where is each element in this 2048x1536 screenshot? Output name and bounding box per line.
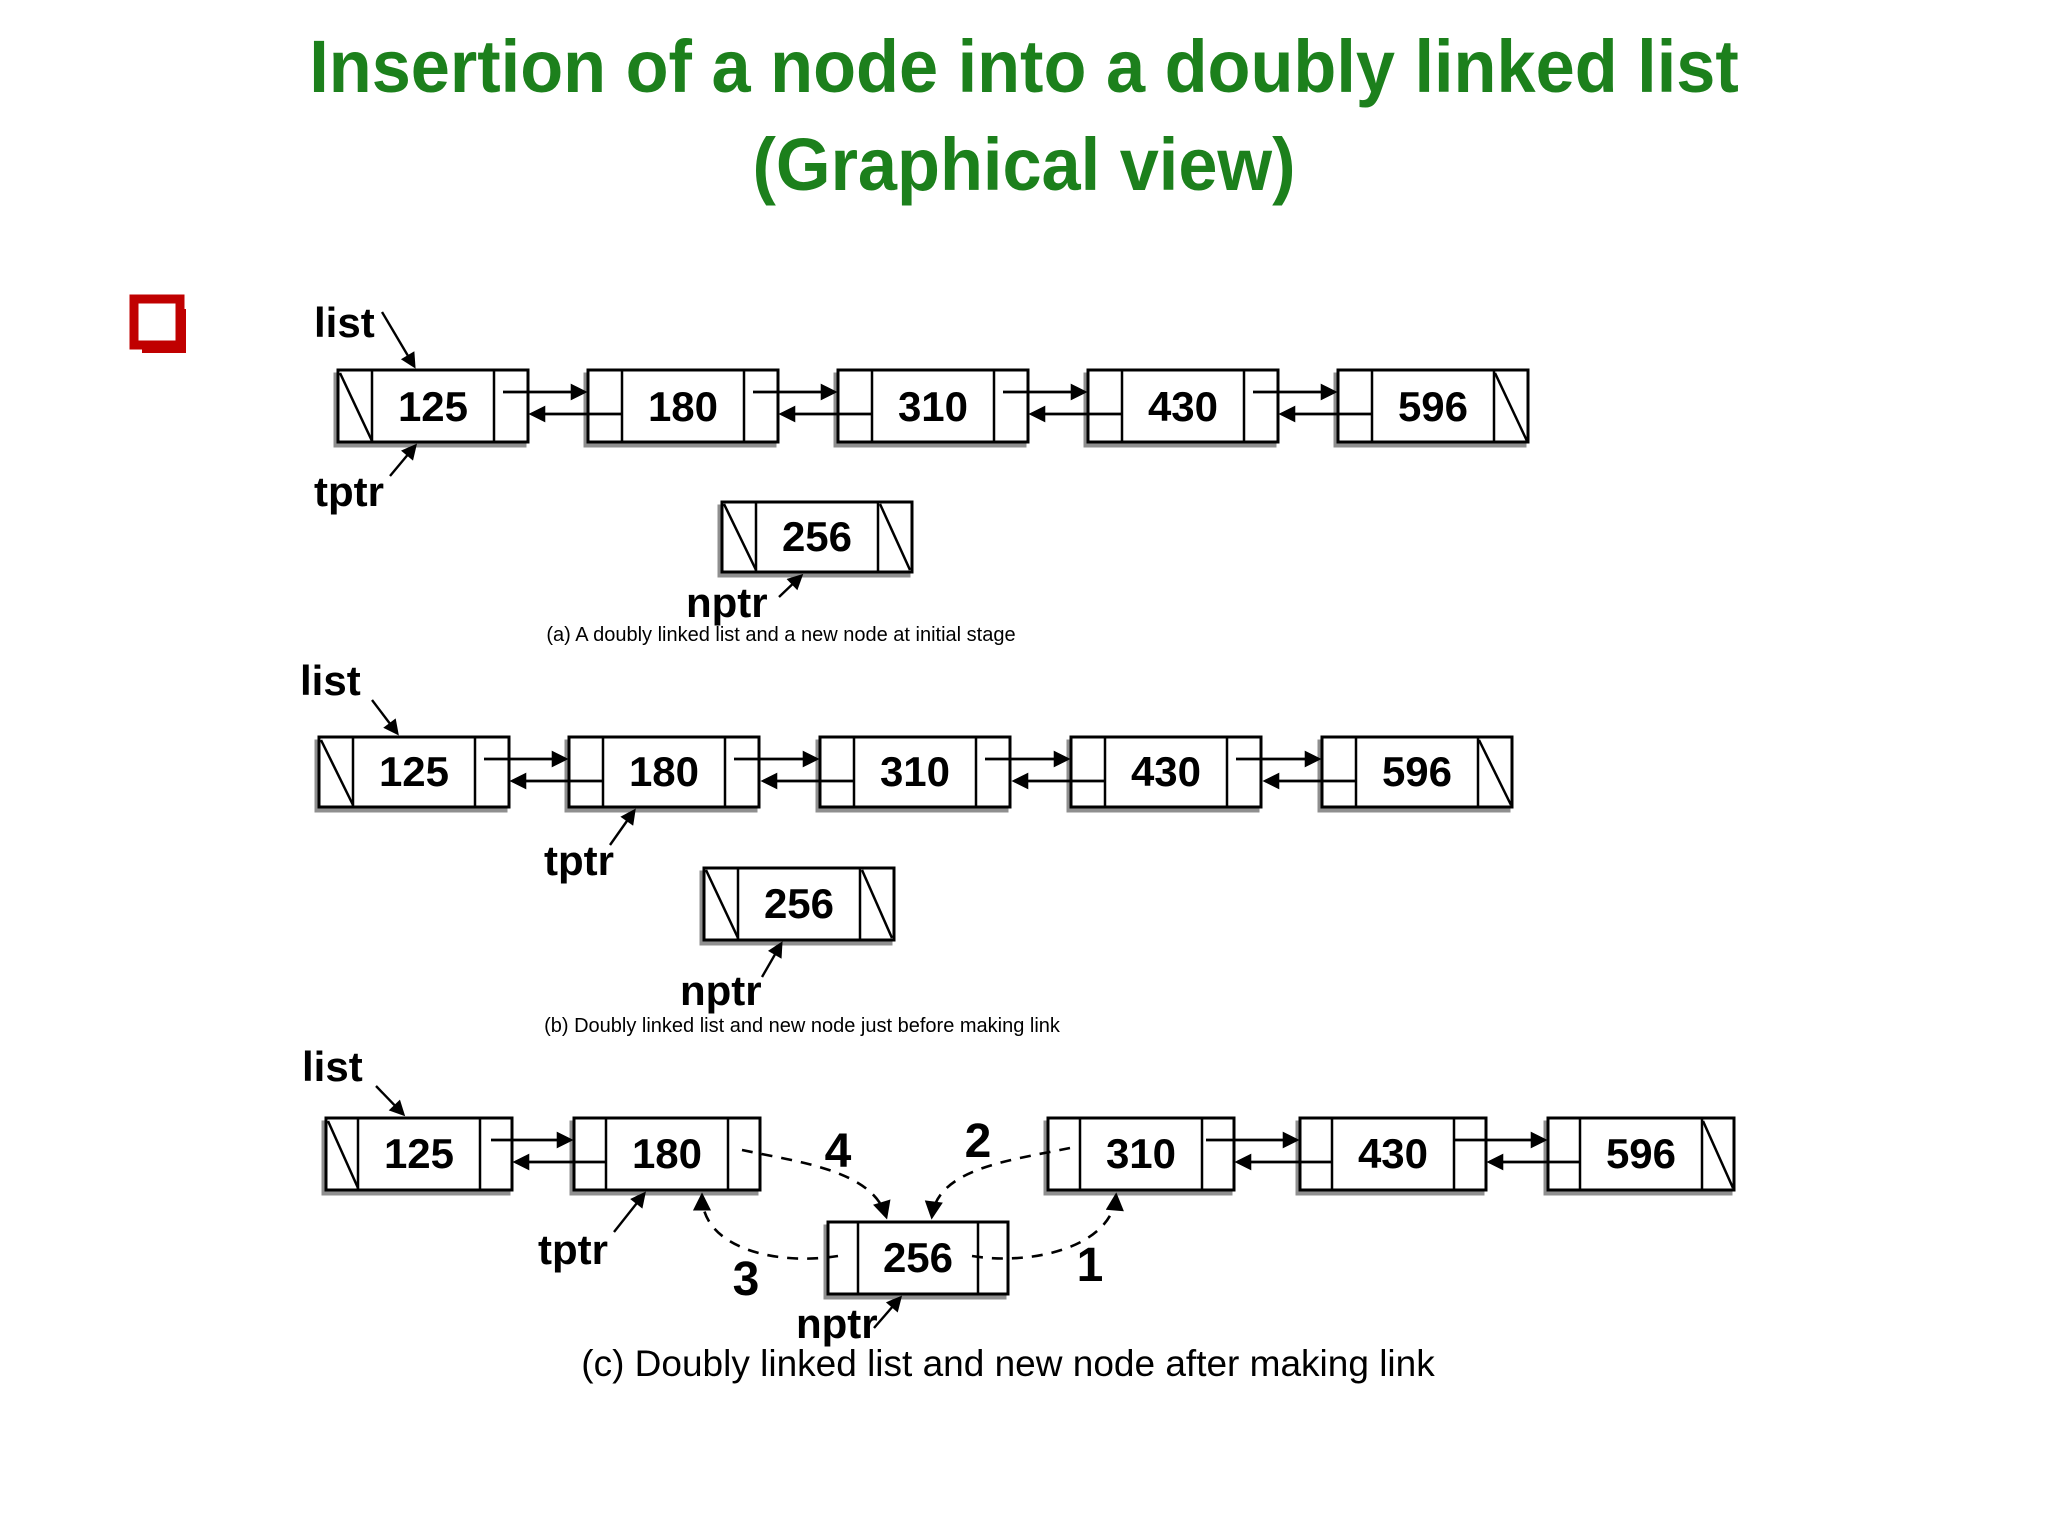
nptr-pointer-arrow — [873, 1295, 903, 1329]
node-box — [1336, 368, 1530, 444]
node-value: 596 — [1382, 748, 1452, 795]
caption-b: (b) Doubly linked list and new node just… — [544, 1015, 1061, 1037]
step-number-2: 2 — [965, 1115, 992, 1168]
node-box — [1069, 735, 1263, 809]
null-next-slash — [1477, 739, 1513, 806]
null-next-slash — [1493, 372, 1529, 442]
node-value: 125 — [398, 383, 468, 430]
null-next-slash — [1701, 1120, 1735, 1189]
link-step-4-curve — [741, 1148, 891, 1220]
tptr-pointer-label: tptr — [544, 837, 614, 884]
nptr-pointer-label: nptr — [680, 967, 762, 1014]
null-prev-slash — [319, 739, 355, 806]
node-value: 430 — [1131, 748, 1201, 795]
list-pointer-arrow — [371, 699, 399, 736]
node-value: 180 — [629, 748, 699, 795]
node-596-b: 596 — [1320, 735, 1514, 809]
node-value: 310 — [1106, 1130, 1176, 1177]
null-prev-slash — [722, 503, 758, 571]
node-430-c: 430 — [1298, 1116, 1488, 1192]
node-box — [702, 866, 896, 942]
link-step-1-curve — [971, 1192, 1124, 1260]
node-box — [836, 368, 1030, 444]
node-value: 310 — [898, 383, 968, 430]
null-prev-slash — [704, 869, 740, 939]
node-180-a: 180 — [586, 368, 780, 444]
node-box — [818, 735, 1012, 809]
node-box — [1086, 368, 1280, 444]
nptr-pointer-label: nptr — [796, 1300, 878, 1347]
node-value: 596 — [1398, 383, 1468, 430]
node-value: 256 — [764, 880, 834, 927]
list-pointer-arrow — [375, 1085, 406, 1117]
nptr-pointer-arrow — [760, 941, 783, 978]
node-value: 430 — [1358, 1130, 1428, 1177]
nptr-pointer-arrow — [778, 573, 804, 598]
diagram-a: list 125 180 310 — [314, 299, 1530, 646]
node-125-a: 125 — [336, 368, 530, 444]
node-box — [1320, 735, 1514, 809]
node-596-a: 596 — [1336, 368, 1530, 444]
node-value: 430 — [1148, 383, 1218, 430]
node-value: 180 — [648, 383, 718, 430]
step-number-4: 4 — [825, 1125, 852, 1178]
page-title: Insertion of a node into a doubly linked… — [309, 25, 1739, 108]
tptr-pointer-arrow — [613, 1191, 646, 1233]
node-box — [317, 735, 511, 809]
null-next-slash — [878, 503, 912, 571]
step-number-1: 1 — [1077, 1239, 1104, 1292]
bullet-square — [129, 294, 185, 350]
node-box — [336, 368, 530, 444]
node-value: 256 — [782, 513, 852, 560]
node-value: 125 — [384, 1130, 454, 1177]
link-step-curves — [692, 1146, 1124, 1260]
tptr-pointer-label: tptr — [538, 1226, 608, 1273]
link-step-3-curve — [692, 1192, 839, 1260]
node-596-c: 596 — [1546, 1116, 1736, 1192]
node-125-c: 125 — [324, 1116, 514, 1192]
node-box — [720, 500, 914, 574]
node-value: 180 — [632, 1130, 702, 1177]
node-value: 596 — [1606, 1130, 1676, 1177]
node-125-b: 125 — [317, 735, 511, 809]
list-pointer-label: list — [302, 1043, 363, 1090]
diagram-b: list 125 180 310 — [300, 657, 1514, 1037]
new-node-256-a: 256 — [720, 500, 914, 574]
null-next-slash — [860, 869, 894, 939]
node-180-c: 180 — [572, 1116, 762, 1192]
new-node-256-b: 256 — [702, 866, 896, 942]
caption-c: (c) Doubly linked list and new node afte… — [581, 1343, 1435, 1384]
tptr-pointer-arrow — [609, 808, 636, 846]
node-box — [567, 735, 761, 809]
node-box — [586, 368, 780, 444]
node-value: 125 — [379, 748, 449, 795]
caption-a: (a) A doubly linked list and a new node … — [546, 624, 1015, 646]
diagram-c: list 125 180 310 — [302, 1043, 1736, 1384]
node-180-b: 180 — [567, 735, 761, 809]
nptr-pointer-label: nptr — [686, 579, 768, 626]
node-value: 256 — [883, 1234, 953, 1281]
list-pointer-label: list — [300, 657, 361, 704]
tptr-pointer-label: tptr — [314, 468, 384, 515]
node-310-a: 310 — [836, 368, 1030, 444]
step-number-3: 3 — [733, 1253, 760, 1306]
null-prev-slash — [338, 372, 374, 442]
tptr-pointer-arrow — [389, 443, 417, 477]
page-subtitle: (Graphical view) — [752, 123, 1296, 206]
node-value: 310 — [880, 748, 950, 795]
null-prev-slash — [326, 1120, 360, 1189]
node-430-b: 430 — [1069, 735, 1263, 809]
red-square-bullet-icon — [129, 294, 186, 353]
node-310-c: 310 — [1046, 1116, 1236, 1192]
node-310-b: 310 — [818, 735, 1012, 809]
list-pointer-label: list — [314, 299, 375, 346]
list-pointer-arrow — [380, 311, 416, 369]
node-430-a: 430 — [1086, 368, 1280, 444]
link-step-2-curve — [924, 1146, 1071, 1220]
